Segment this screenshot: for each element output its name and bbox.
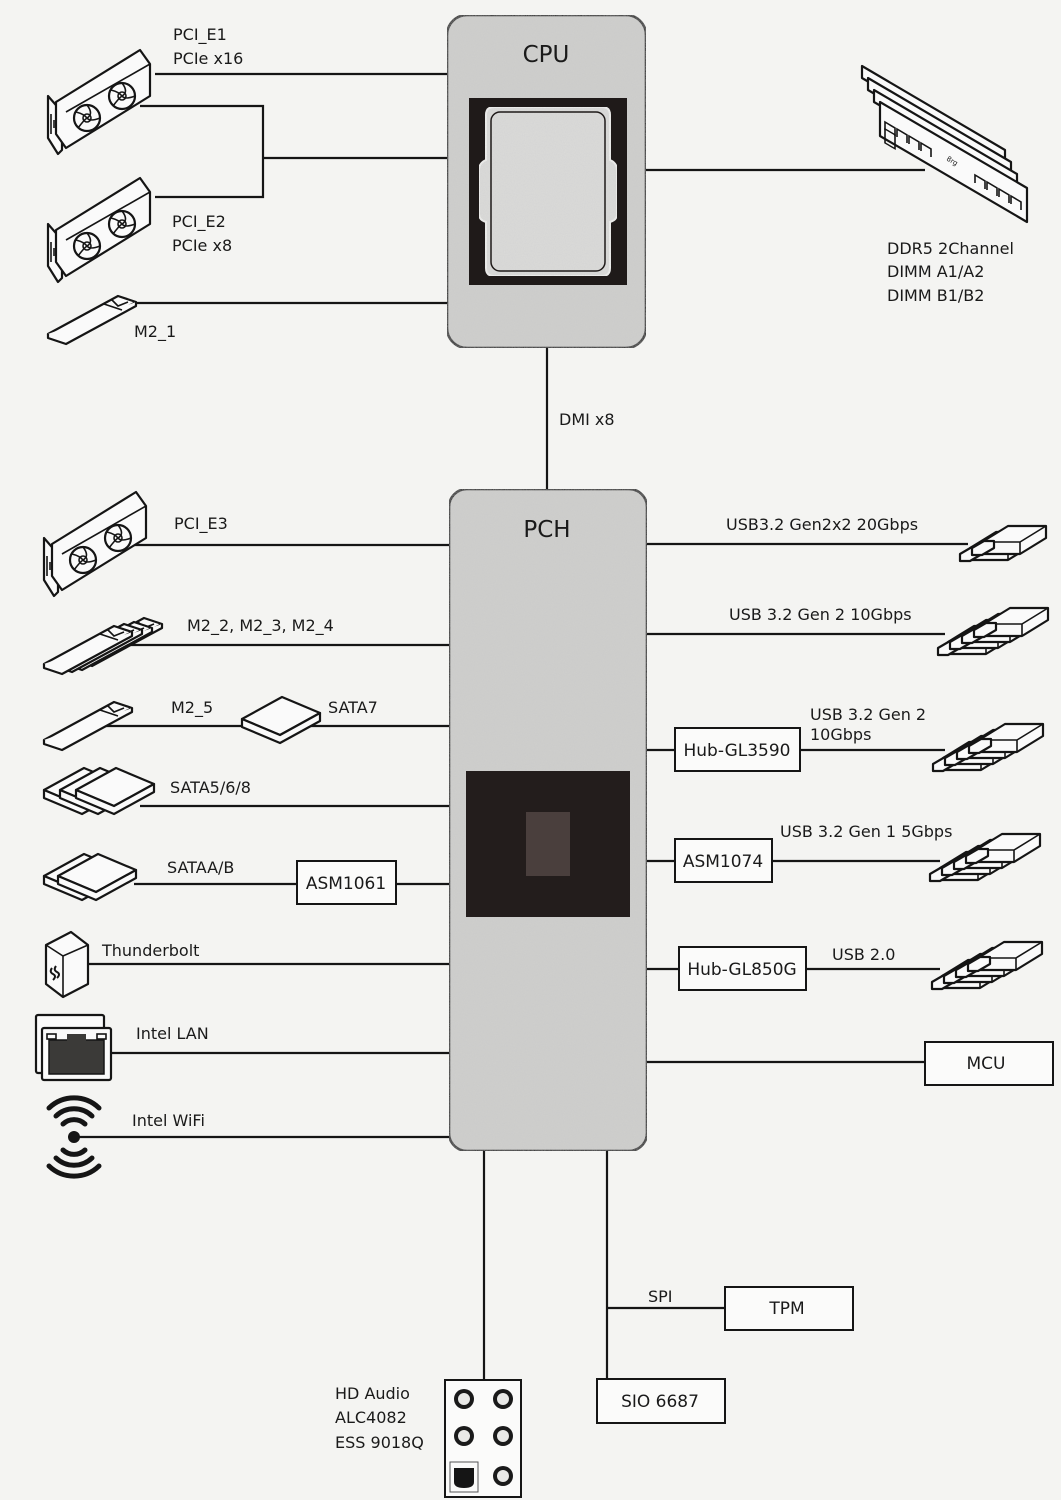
pch-chip[interactable]: PCH bbox=[447, 487, 649, 1153]
sio-6687[interactable]: SIO 6687 bbox=[596, 1378, 726, 1424]
usb-2-0[interactable]: USB 2.0 bbox=[832, 940, 1044, 991]
sataab-ports[interactable]: SATAA/B bbox=[42, 852, 234, 902]
thunderbolt-box-icon bbox=[44, 930, 90, 999]
sataab-label: SATAA/B bbox=[167, 858, 234, 877]
usb10g-hub-label-line2: 10Gbps bbox=[810, 725, 871, 744]
thunderbolt-port[interactable]: Thunderbolt bbox=[44, 930, 199, 999]
ddr5-label: DDR5 2Channel bbox=[887, 239, 1014, 258]
sata-drive-stack-icon bbox=[42, 766, 156, 816]
pcie3-slot[interactable]: PCI_E3 bbox=[42, 490, 228, 598]
cpu-label: CPU bbox=[523, 42, 570, 68]
pch-label: PCH bbox=[523, 517, 570, 543]
usb-10gbps[interactable]: USB 3.2 Gen 2 10Gbps bbox=[729, 605, 1050, 657]
audio-label-line2: ALC4082 bbox=[335, 1408, 407, 1427]
memory-dimm-icon: 8rg bbox=[860, 64, 1029, 224]
sata7-port[interactable]: SATA7 bbox=[240, 695, 378, 745]
pcie1-label: PCI_E1 bbox=[173, 25, 227, 45]
dimm-b-label: DIMM B1/B2 bbox=[887, 286, 984, 305]
connection-lines bbox=[74, 72, 968, 1380]
usb10g-label: USB 3.2 Gen 2 10Gbps bbox=[729, 605, 912, 624]
sata568-ports[interactable]: SATA5/6/8 bbox=[42, 766, 251, 816]
pch-die-core bbox=[526, 812, 570, 876]
audio-label-line3: ESS 9018Q bbox=[335, 1433, 424, 1452]
asm1061-controller[interactable]: ASM1061 bbox=[296, 860, 397, 905]
usb2-label: USB 2.0 bbox=[832, 945, 895, 964]
usb10g-hub-label-line1: USB 3.2 Gen 2 bbox=[810, 705, 926, 724]
sata-drive-icon bbox=[240, 695, 322, 745]
m2-234-label: M2_2, M2_3, M2_4 bbox=[187, 616, 334, 636]
sata7-label: SATA7 bbox=[328, 698, 378, 717]
lan-port[interactable]: Intel LAN bbox=[34, 1013, 209, 1082]
cpu-die bbox=[478, 106, 618, 277]
hub-gl3590-label: Hub-GL3590 bbox=[683, 741, 790, 761]
usb-10gbps-hub-ports[interactable]: USB 3.2 Gen 2 10Gbps bbox=[810, 705, 1045, 773]
pcie1-speed: PCIe x16 bbox=[173, 49, 243, 68]
m2-1-label: M2_1 bbox=[134, 322, 176, 342]
spi-label: SPI bbox=[648, 1287, 673, 1306]
sata-drive-pair-icon bbox=[42, 852, 138, 902]
hub-gl850g[interactable]: Hub-GL850G bbox=[678, 946, 807, 991]
m2-ssd-icon bbox=[46, 294, 138, 346]
dmi-label: DMI x8 bbox=[559, 410, 615, 429]
pcie2-speed: PCIe x8 bbox=[172, 236, 232, 255]
mcu[interactable]: MCU bbox=[924, 1041, 1054, 1086]
tpm[interactable]: TPM bbox=[724, 1286, 854, 1331]
hd-audio[interactable]: HD Audio ALC4082 ESS 9018Q bbox=[335, 1379, 522, 1498]
pcie3-label: PCI_E3 bbox=[174, 514, 228, 534]
asm1074-hub[interactable]: ASM1074 bbox=[674, 838, 773, 883]
audio-label-line1: HD Audio bbox=[335, 1384, 410, 1403]
wire-pcie2-upper bbox=[140, 104, 265, 199]
pcie1-slot[interactable]: PCI_E1 PCIe x16 bbox=[46, 25, 243, 156]
ethernet-port-icon bbox=[34, 1013, 113, 1082]
tpm-label: TPM bbox=[768, 1299, 804, 1319]
dimm-a-label: DIMM A1/A2 bbox=[887, 262, 984, 281]
graphics-card-icon bbox=[46, 176, 152, 284]
sata568-label: SATA5/6/8 bbox=[170, 778, 251, 797]
usb20g-label: USB3.2 Gen2x2 20Gbps bbox=[726, 515, 918, 534]
audio-jack-panel-icon bbox=[444, 1379, 522, 1498]
hub-gl850g-label: Hub-GL850G bbox=[687, 960, 796, 980]
thunderbolt-label: Thunderbolt bbox=[101, 941, 199, 960]
asm1074-label: ASM1074 bbox=[683, 852, 763, 872]
usb-20gbps[interactable]: USB3.2 Gen2x2 20Gbps bbox=[726, 515, 1048, 563]
usb-plug-icon bbox=[928, 832, 1042, 883]
graphics-card-icon bbox=[46, 48, 152, 156]
wifi-label: Intel WiFi bbox=[132, 1111, 205, 1130]
wifi-module[interactable]: Intel WiFi bbox=[46, 1095, 205, 1179]
m2-1-slot[interactable]: M2_1 bbox=[46, 294, 176, 346]
wifi-icon bbox=[46, 1095, 102, 1179]
m2-234-slots[interactable]: M2_2, M2_3, M2_4 bbox=[42, 616, 334, 676]
usb-plug-icon bbox=[936, 606, 1050, 657]
usb5g-label: USB 3.2 Gen 1 5Gbps bbox=[780, 822, 952, 841]
usb-plug-icon bbox=[931, 722, 1045, 773]
usb-plug-icon bbox=[930, 940, 1044, 991]
mcu-label: MCU bbox=[967, 1054, 1006, 1074]
sio-label: SIO 6687 bbox=[621, 1392, 699, 1412]
lan-label: Intel LAN bbox=[136, 1024, 209, 1043]
asm1061-label: ASM1061 bbox=[306, 874, 386, 894]
usb-5gbps[interactable]: USB 3.2 Gen 1 5Gbps bbox=[780, 822, 1042, 883]
pcie2-label: PCI_E2 bbox=[172, 212, 226, 232]
m2-5-slot[interactable]: M2_5 bbox=[42, 698, 213, 752]
pcie2-slot[interactable]: PCI_E2 PCIe x8 bbox=[46, 176, 232, 284]
hub-gl3590[interactable]: Hub-GL3590 bbox=[674, 727, 801, 772]
usb-plug-icon bbox=[958, 524, 1048, 563]
graphics-card-icon bbox=[42, 490, 148, 598]
ddr5-memory[interactable]: 8rg DDR5 2Channel DIMM A1/A2 DIMM B1/B2 bbox=[860, 64, 1029, 305]
cpu-chip[interactable]: CPU bbox=[445, 13, 648, 350]
m2-5-label: M2_5 bbox=[171, 698, 213, 718]
